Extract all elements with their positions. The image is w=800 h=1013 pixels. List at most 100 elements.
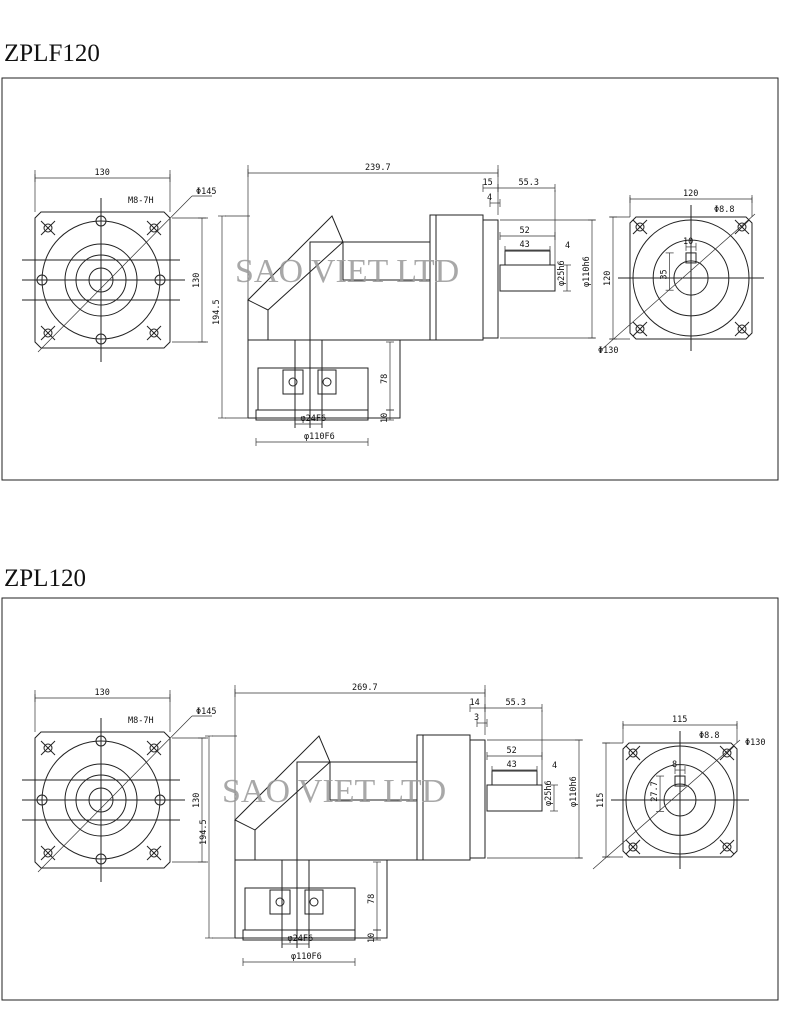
height-dimension: 194.5 bbox=[212, 299, 222, 325]
drawing-line bbox=[719, 839, 735, 855]
step-dimension: 4 bbox=[487, 193, 492, 203]
mounting-hole bbox=[149, 743, 159, 753]
end-pcd-label: Φ130 bbox=[745, 738, 765, 748]
drawing-frame bbox=[1, 597, 779, 1001]
end-width-dimension: 120 bbox=[683, 189, 698, 199]
input-flange bbox=[255, 409, 369, 421]
clamp-block bbox=[304, 889, 324, 915]
height-dimension: 130 bbox=[192, 793, 202, 808]
clamp-block bbox=[269, 889, 291, 915]
end-height-dimension: 115 bbox=[596, 793, 606, 808]
drawing-panel-1: Φ145M8-7H130130269.7194.57810φ24F6φ110F6… bbox=[1, 597, 779, 1001]
pilot-diameter-dimension: φ110h6 bbox=[569, 776, 579, 807]
housing-outline bbox=[247, 300, 269, 418]
pcd-label: Φ145 bbox=[196, 187, 216, 197]
drawing-frame bbox=[1, 77, 779, 481]
mounting-hole bbox=[43, 743, 53, 753]
width-dimension: 130 bbox=[95, 168, 110, 178]
mounting-hole bbox=[43, 848, 53, 858]
mounting-hole bbox=[149, 848, 159, 858]
drawing-title-zpl120: ZPL120 bbox=[4, 565, 86, 592]
input-flange-dimension: 10 bbox=[380, 413, 390, 423]
shaft-key bbox=[491, 770, 538, 786]
drawing-title-zplf120: ZPLF120 bbox=[4, 40, 100, 67]
drawing-line bbox=[146, 845, 162, 861]
end-pcd-label: Φ130 bbox=[598, 346, 618, 356]
drawing-line bbox=[632, 321, 648, 337]
flange-dimension: 14 bbox=[470, 698, 480, 708]
drawing-line bbox=[734, 321, 750, 337]
input-bore-dimension: φ24F6 bbox=[288, 934, 314, 944]
mounting-hole bbox=[149, 223, 159, 233]
mounting-hole bbox=[722, 748, 732, 758]
mounting-hole bbox=[628, 842, 638, 852]
shaft-diameter-dimension: φ25h6 bbox=[544, 780, 554, 806]
shaft-diameter-dimension: φ25h6 bbox=[557, 260, 567, 286]
key-span-dimension: 52 bbox=[520, 226, 530, 236]
input-housing bbox=[235, 860, 388, 939]
length-dimension: 239.7 bbox=[365, 163, 391, 173]
clamp-screw bbox=[275, 897, 285, 907]
hole-diameter-label: Φ8.8 bbox=[714, 205, 734, 215]
input-pilot-dimension: φ110F6 bbox=[304, 432, 335, 442]
clamp-screw bbox=[309, 897, 319, 907]
drawing-line bbox=[40, 220, 56, 236]
housing-outline bbox=[234, 820, 256, 938]
clamp-screw bbox=[322, 377, 332, 387]
output-flange-square bbox=[622, 742, 738, 858]
thread-label: M8-7H bbox=[128, 716, 154, 726]
pcd-leader bbox=[599, 213, 756, 352]
watermark: SAO VIET LTD bbox=[222, 773, 446, 810]
key-span-dimension: 52 bbox=[507, 746, 517, 756]
mounting-hole bbox=[635, 324, 645, 334]
key-offset-label: 4 bbox=[565, 241, 570, 251]
drawing-line bbox=[625, 839, 641, 855]
mounting-hole bbox=[722, 842, 732, 852]
mounting-hole bbox=[628, 748, 638, 758]
key-width-dimension: 10 bbox=[683, 237, 693, 247]
drawing-line bbox=[719, 745, 735, 761]
pcd-leader bbox=[37, 715, 193, 873]
output-shaft bbox=[499, 264, 556, 292]
pcd-label: Φ145 bbox=[196, 707, 216, 717]
clamp-block bbox=[317, 369, 337, 395]
height-dimension: 130 bbox=[192, 273, 202, 288]
clamp-block bbox=[282, 369, 304, 395]
mounting-hole bbox=[737, 222, 747, 232]
flange-dimension: 15 bbox=[483, 178, 493, 188]
pcd-leader bbox=[592, 739, 741, 870]
pilot-diameter-dimension: φ110h6 bbox=[582, 256, 592, 287]
input-flange-square bbox=[34, 211, 171, 349]
width-dimension: 130 bbox=[95, 688, 110, 698]
key-height-dimension: 27.7 bbox=[650, 781, 660, 801]
height-dimension: 194.5 bbox=[199, 819, 209, 845]
drawing-line bbox=[40, 325, 56, 341]
length-dimension: 269.7 bbox=[352, 683, 378, 693]
step-dimension: 3 bbox=[474, 713, 479, 723]
end-height-dimension: 120 bbox=[603, 271, 613, 286]
drawing-line bbox=[40, 845, 56, 861]
input-flange-square bbox=[34, 731, 171, 869]
drawing-line bbox=[146, 740, 162, 756]
output-shaft bbox=[486, 784, 543, 812]
output-flange bbox=[469, 739, 486, 859]
thread-label: M8-7H bbox=[128, 196, 154, 206]
drawing-line bbox=[734, 219, 750, 235]
input-housing bbox=[248, 340, 401, 419]
watermark: SAO VIET LTD bbox=[235, 253, 459, 290]
key-offset-label: 4 bbox=[552, 761, 557, 771]
mounting-hole bbox=[635, 222, 645, 232]
output-flange-square bbox=[629, 216, 753, 340]
mounting-hole bbox=[43, 223, 53, 233]
drawing-line bbox=[146, 325, 162, 341]
input-adapter bbox=[244, 887, 356, 931]
drawing-line bbox=[625, 745, 641, 761]
key-width-dimension: 8 bbox=[672, 760, 677, 770]
drawing-line bbox=[632, 219, 648, 235]
mounting-hole bbox=[43, 328, 53, 338]
pcd-leader bbox=[37, 195, 193, 353]
end-width-dimension: 115 bbox=[672, 715, 687, 725]
key-length-dimension: 43 bbox=[507, 760, 517, 770]
input-pilot-dimension: φ110F6 bbox=[291, 952, 322, 962]
